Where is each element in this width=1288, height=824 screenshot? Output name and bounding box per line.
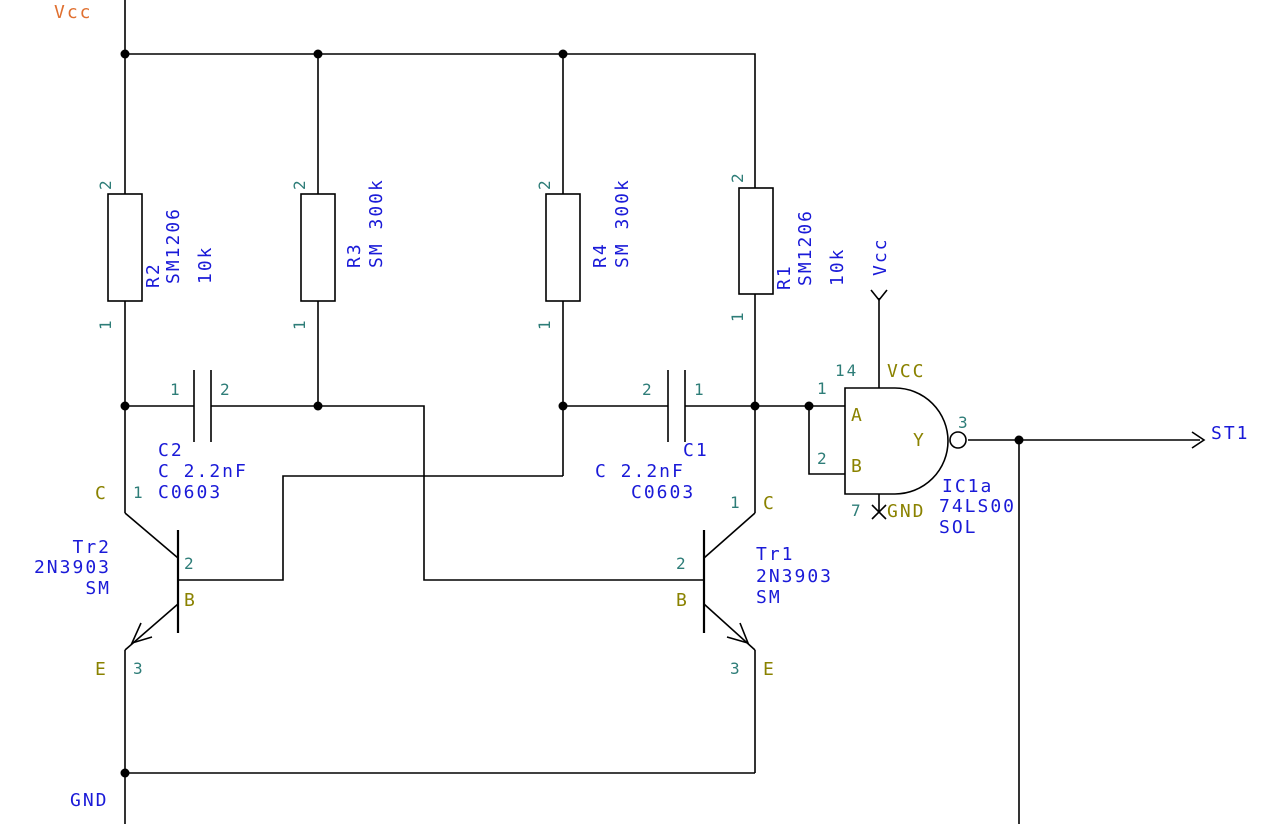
wires [124, 0, 1200, 824]
tr2-package-label: SM [85, 578, 111, 599]
resistor-r4-body[interactable] [545, 193, 581, 302]
vcc-net-label: Vcc [54, 2, 93, 23]
junction-dot [558, 49, 568, 59]
tr1-emitter-pin: 3 [730, 659, 742, 678]
r1-footprint-label: SM1206 [795, 209, 816, 286]
tr2-base-wire [178, 475, 563, 581]
ic-vcc-power-arrow-icon [870, 289, 888, 302]
tr1-base-pin: 2 [676, 554, 688, 573]
junctions [120, 49, 1024, 778]
junction-dot [804, 401, 814, 411]
ic-gnd-noconnect-icon [871, 504, 887, 520]
c2-ref-label: C2 [158, 440, 184, 461]
c1-pin-right: 1 [694, 380, 706, 399]
ic-vcc-net-label: Vcc [870, 237, 891, 276]
ic-out-pin: 3 [958, 413, 970, 432]
c2-footprint-label: C0603 [158, 482, 222, 503]
output-port-arrow-icon [1191, 431, 1206, 449]
junction-dot [120, 768, 130, 778]
tr2-collector-wire [124, 512, 179, 559]
tr2-emitter-pin: 3 [133, 659, 145, 678]
nand-gate-ic1a-symbol[interactable] [844, 387, 967, 495]
ic-part-label: 74LS00 [939, 496, 1016, 517]
tr2-collector-pin: 1 [133, 483, 145, 502]
ic-in-a-pin: 1 [817, 379, 829, 398]
r3-pin-bottom: 1 [290, 318, 309, 330]
vcc-rail-wire [124, 0, 756, 188]
tr1-collector-name: C [763, 493, 776, 514]
resistor-r1-body[interactable] [738, 187, 774, 295]
transistor-tr2-symbol[interactable] [130, 530, 180, 645]
ic-vcc-name: VCC [887, 361, 926, 382]
capacitor-c2-symbol[interactable] [193, 370, 212, 442]
r3-value-label: SM 300k [366, 178, 387, 268]
ic-ab-tie-wire [808, 406, 845, 475]
r2-footprint-label: SM1206 [163, 207, 184, 284]
ic-in-b-pin: 2 [817, 449, 829, 468]
gnd-net-label: GND [70, 790, 109, 811]
tr2-part-label: 2N3903 [34, 557, 111, 578]
junction-dot [313, 49, 323, 59]
junction-dot [1014, 435, 1024, 445]
tr2-collector-name: C [95, 483, 108, 504]
r4-pin-bottom: 1 [535, 318, 554, 330]
ic-gnd-pin: 7 [851, 501, 863, 520]
r4-ref-label: R4 [590, 242, 611, 268]
ic-out-name: Y [913, 430, 926, 451]
c1-ref-label: C1 [683, 440, 709, 461]
ic-ref-label: IC1a [942, 476, 993, 497]
r3-ref-label: R3 [344, 242, 365, 268]
r1-pin-bottom: 1 [728, 310, 747, 322]
c1-footprint-label: C0603 [631, 482, 695, 503]
r1-pin-top: 2 [728, 171, 747, 183]
ic-gnd-name: GND [887, 501, 926, 522]
r4-pin-top: 2 [535, 178, 554, 190]
tr2-ref-label: Tr2 [72, 537, 111, 558]
ic-vcc-pin: 14 [835, 361, 858, 380]
c1-pin-left: 2 [642, 380, 654, 399]
resistor-r2-body[interactable] [107, 193, 143, 302]
junction-dot [120, 401, 130, 411]
c2-pin-right: 2 [220, 380, 232, 399]
ic-in-a-name: A [851, 405, 864, 426]
c2-pin-left: 1 [170, 380, 182, 399]
tr1-package-label: SM [756, 587, 782, 608]
tr2-base-name: B [184, 590, 197, 611]
junction-dot [558, 401, 568, 411]
transistor-tr1-symbol[interactable] [702, 530, 750, 645]
r2-pin-top: 2 [96, 178, 115, 190]
tr2-emitter-name: E [95, 659, 108, 680]
tr2-base-pin: 2 [184, 554, 196, 573]
tr1-collector-wire [703, 512, 756, 559]
r1-value-label: 10k [827, 247, 848, 286]
r2-value-label: 10k [195, 245, 216, 284]
junction-dot [750, 401, 760, 411]
tr1-base-name: B [676, 590, 689, 611]
r3-pin-top: 2 [290, 178, 309, 190]
capacitor-c1-symbol[interactable] [667, 370, 686, 442]
r2-ref-label: R2 [143, 262, 164, 288]
junction-dot [313, 401, 323, 411]
tr1-emitter-name: E [763, 659, 776, 680]
c1-value-label: C 2.2nF [595, 461, 685, 482]
junction-dot [120, 49, 130, 59]
r1-ref-label: R1 [774, 264, 795, 290]
tr1-ref-label: Tr1 [756, 544, 795, 565]
output-net-label: ST1 [1211, 423, 1250, 444]
ic-in-b-name: B [851, 456, 864, 477]
r4-value-label: SM 300k [612, 178, 633, 268]
c2-value-label: C 2.2nF [158, 461, 248, 482]
tr1-collector-pin: 1 [730, 493, 742, 512]
tr1-part-label: 2N3903 [756, 566, 833, 587]
ic-package-label: SOL [939, 517, 978, 538]
r2-pin-bottom: 1 [96, 318, 115, 330]
resistor-r3-body[interactable] [300, 193, 336, 302]
